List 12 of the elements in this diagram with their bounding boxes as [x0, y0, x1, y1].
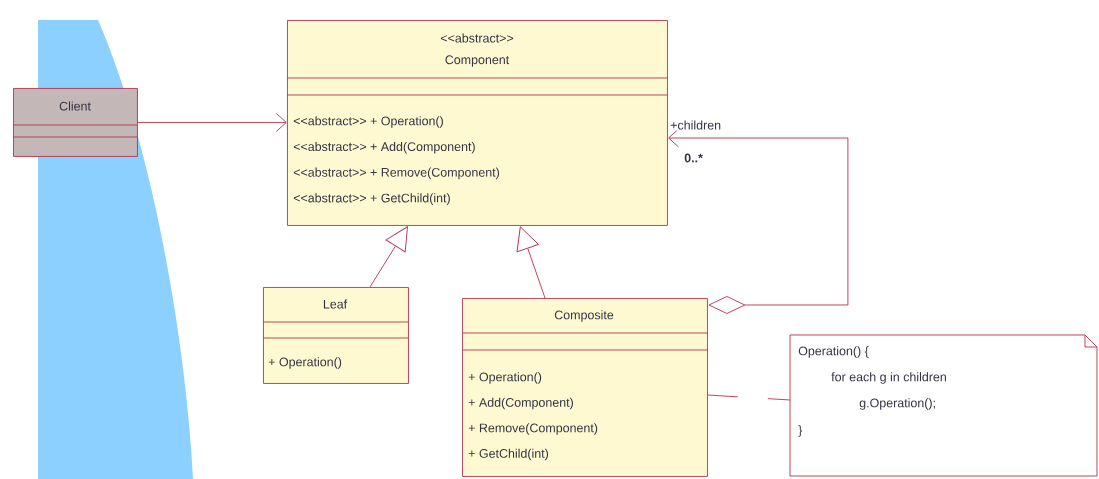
- connector: [707, 394, 791, 401]
- multiplicity-label: 0..*: [684, 153, 703, 163]
- class-box: <<abstract>> Component <<abstract>> + Operation() <<abstract>> + Add(Component) <<abstract>> + Remove(Component) <<abstract>> + GetChild(int): [286, 20, 668, 226]
- arrow: [668, 128, 849, 314]
- arrow: [137, 113, 287, 132]
- class-box: Composite + Operation() + Add(Component) + Remove(Component) + GetChild(int): [461, 298, 708, 477]
- arrow: [516, 226, 546, 299]
- edge-label: +children: [669, 119, 723, 131]
- arrow: [369, 226, 408, 288]
- class-box: Leaf + Operation(): [262, 287, 409, 384]
- note-box: Operation() { for each g in children g.Operation(); }: [789, 334, 1098, 477]
- class-box: Client: [12, 88, 138, 157]
